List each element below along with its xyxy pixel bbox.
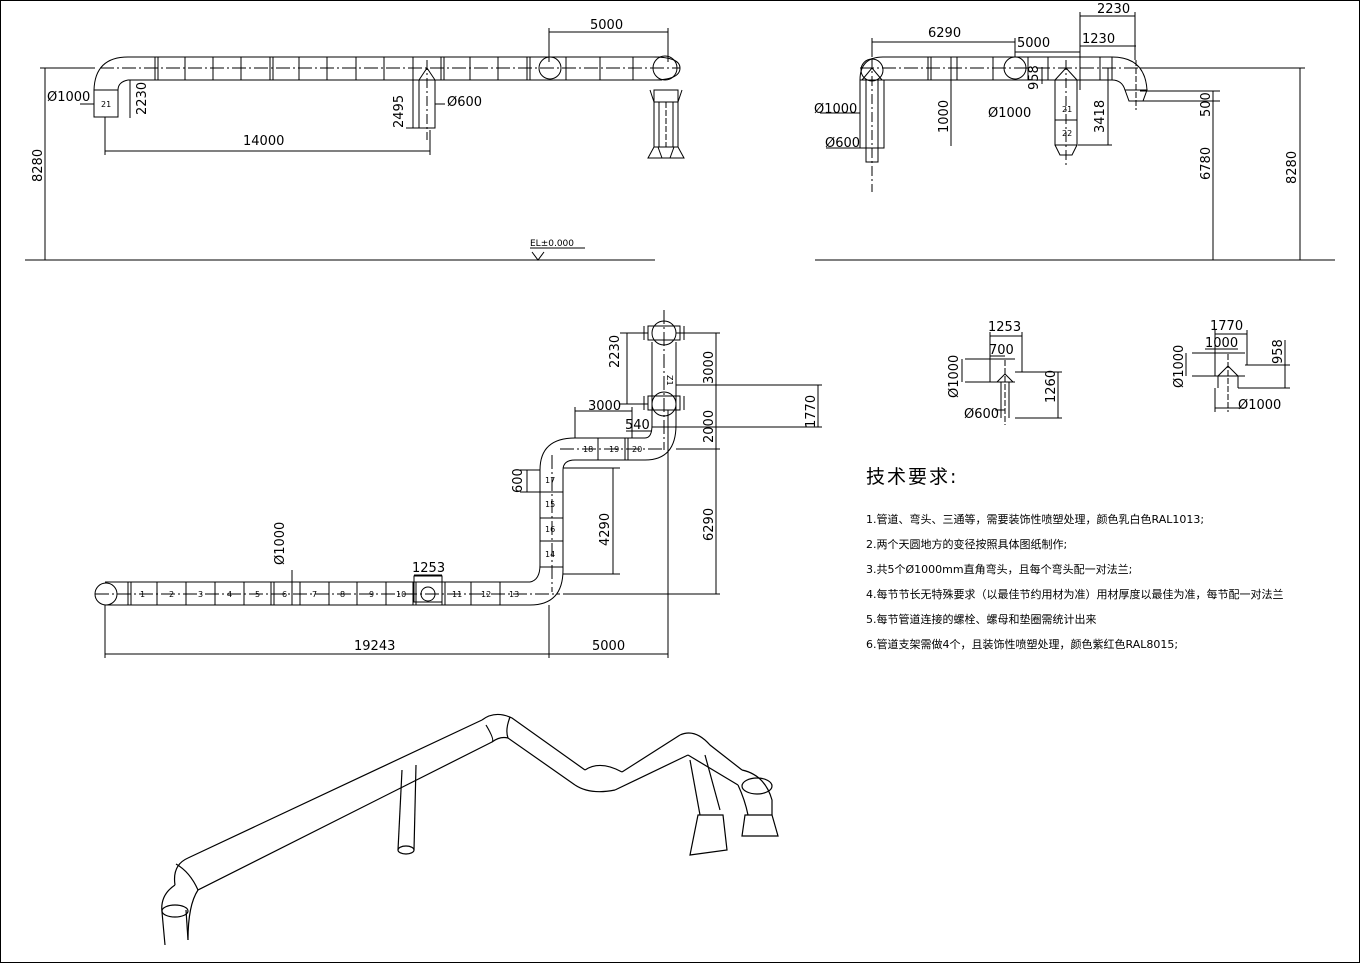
tl-dim-d1000: Ø1000 <box>47 90 90 105</box>
pv-usegment-18: 18 <box>583 445 593 454</box>
requirement-item-4: 4.每节节长无特殊要求（以最佳节约用材为准）用材厚度以最佳为准，每节配一对法兰 <box>866 588 1284 601</box>
tr-dim-3418: 3418 <box>1093 100 1108 133</box>
tl-elevation: EL±0.000 <box>530 239 574 249</box>
da-dim-1253: 1253 <box>988 320 1021 335</box>
tr-dim-8280: 8280 <box>1285 151 1300 184</box>
isometric-view <box>161 713 779 946</box>
pv-upper-label: Z1 <box>665 375 674 386</box>
pv-segment-4: 4 <box>227 590 232 599</box>
pv-usegment-19: 19 <box>609 445 619 454</box>
tr-joint-21: 21 <box>1062 105 1072 114</box>
pv-usegment-20: 20 <box>632 445 642 454</box>
pv-segment-8: 8 <box>340 590 345 599</box>
tr-dim-d600: Ø600 <box>825 136 860 151</box>
plan-view <box>94 310 822 658</box>
pv-segment-12: 12 <box>481 590 491 599</box>
requirement-item-3: 3.共5个Ø1000mm直角弯头，且每个弯头配一对法兰; <box>866 563 1133 576</box>
da-dim-d600: Ø600 <box>964 407 999 422</box>
pv-segment-13: 13 <box>509 590 519 599</box>
db-dim-958: 958 <box>1271 339 1286 364</box>
tr-dim-958: 958 <box>1027 65 1042 90</box>
tr-dim-1230: 1230 <box>1082 32 1115 47</box>
pv-dim-19243: 19243 <box>354 639 395 654</box>
pv-dim-2000: 2000 <box>702 410 717 443</box>
tr-dim-2230: 2230 <box>1097 2 1130 17</box>
pv-segment-7: 7 <box>312 590 317 599</box>
technical-requirements: 技术要求: 1.管道、弯头、三通等，需要装饰性喷塑处理，颜色乳白色RAL1013… <box>866 462 1336 657</box>
pv-dim-600: 600 <box>511 468 526 493</box>
pv-dim-1770: 1770 <box>804 395 819 428</box>
tr-dim-6290: 6290 <box>928 26 961 41</box>
pv-dim-540: 540 <box>625 418 650 433</box>
pv-dim-6290: 6290 <box>702 508 717 541</box>
pv-dim-3000-v: 3000 <box>702 351 717 384</box>
pv-dim-4290: 4290 <box>598 513 613 546</box>
tl-dim-2495: 2495 <box>392 95 407 128</box>
tr-dim-500: 500 <box>1199 92 1214 117</box>
da-dim-d1000: Ø1000 <box>947 355 962 398</box>
tr-dim-6780: 6780 <box>1199 147 1214 180</box>
db-dim-d1000-v: Ø1000 <box>1172 345 1187 388</box>
pv-dim-3000-h: 3000 <box>588 399 621 414</box>
requirement-item-1: 1.管道、弯头、三通等，需要装饰性喷塑处理，颜色乳白色RAL1013; <box>866 513 1205 526</box>
pv-vsegment-16: 16 <box>545 525 555 534</box>
pv-segment-10: 10 <box>396 590 406 599</box>
db-dim-d1000-h: Ø1000 <box>1238 398 1281 413</box>
requirement-item-6: 6.管道支架需做4个，且装饰性喷塑处理，颜色紫红色RAL8015; <box>866 638 1179 651</box>
tl-joint-label: 21 <box>101 100 111 109</box>
pv-vsegment-17: 17 <box>545 476 555 485</box>
tr-dim-d1000-left: Ø1000 <box>814 102 857 117</box>
pv-vsegment-15: 15 <box>545 500 555 509</box>
technical-requirements-title: 技术要求: <box>866 466 959 488</box>
pv-segment-9: 9 <box>369 590 374 599</box>
db-dim-1770: 1770 <box>1210 319 1243 334</box>
top-left-elevation-view <box>25 28 685 261</box>
pv-segment-11: 11 <box>452 590 462 599</box>
tr-dim-d1000-mid: Ø1000 <box>988 106 1031 121</box>
tl-dim-2230: 2230 <box>135 82 150 115</box>
pv-vsegment-14: 14 <box>545 550 555 559</box>
pv-dim-2230: 2230 <box>608 335 623 368</box>
detail-a <box>961 332 1062 425</box>
tl-dim-d600: Ø600 <box>447 95 482 110</box>
requirement-item-2: 2.两个天圆地方的变径按照具体图纸制作; <box>866 538 1068 551</box>
pv-segment-3: 3 <box>198 590 203 599</box>
tl-dim-5000: 5000 <box>590 18 623 33</box>
da-dim-700: 700 <box>989 343 1014 358</box>
tl-dim-8280: 8280 <box>31 149 46 182</box>
tr-joint-22: 22 <box>1062 129 1072 138</box>
top-right-elevation-view <box>815 12 1335 261</box>
requirement-item-5: 5.每节管道连接的螺栓、螺母和垫圈需统计出来 <box>866 613 1097 626</box>
detail-b <box>1185 330 1290 412</box>
da-dim-1260: 1260 <box>1044 370 1059 403</box>
tr-dim-5000: 5000 <box>1017 36 1050 51</box>
pv-dim-5000: 5000 <box>592 639 625 654</box>
pv-dim-1253: 1253 <box>412 561 445 576</box>
pv-dim-d1000: Ø1000 <box>273 522 288 565</box>
tl-dim-14000: 14000 <box>243 134 284 149</box>
db-dim-1000: 1000 <box>1205 336 1238 351</box>
pv-segment-5: 5 <box>255 590 260 599</box>
tr-dim-1000: 1000 <box>937 100 952 133</box>
pv-segment-2: 2 <box>169 590 174 599</box>
pv-segment-6: 6 <box>282 590 287 599</box>
pv-segment-1: 1 <box>140 590 145 599</box>
